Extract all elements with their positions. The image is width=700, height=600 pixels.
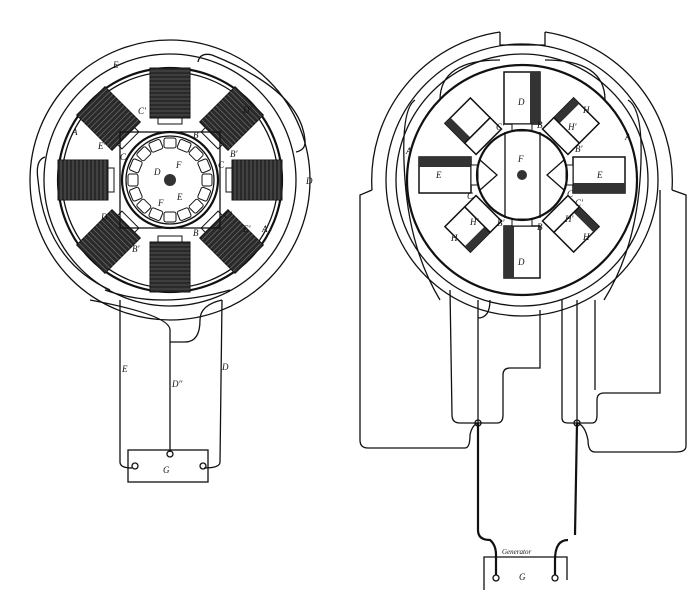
label: H (450, 233, 458, 243)
label: H (582, 105, 590, 115)
label: A (71, 127, 78, 137)
label: D (221, 362, 229, 372)
left-motor (29, 39, 311, 483)
label: D (153, 167, 161, 177)
rotor-tooth (201, 173, 213, 187)
rotor-tooth (176, 139, 192, 153)
label: G (163, 465, 170, 475)
rotor-tooth (129, 158, 143, 174)
rotor-tooth (148, 139, 164, 153)
rotor-tooth (188, 198, 204, 214)
label: A (261, 224, 268, 234)
label: C' (496, 122, 505, 132)
rotor-tooth (197, 186, 211, 202)
rotor-coils (127, 137, 213, 223)
label: E (596, 170, 603, 180)
label: B (537, 222, 543, 232)
shaft (164, 174, 176, 186)
label: D (517, 97, 525, 107)
label: F (157, 198, 164, 208)
label: H' (564, 214, 574, 224)
source-box-g (127, 449, 209, 483)
shaft (517, 170, 527, 180)
field-coil (149, 235, 191, 293)
rotor-tooth (176, 207, 192, 221)
field-coil (503, 218, 541, 279)
label: C (467, 191, 474, 201)
rotor-tooth (188, 146, 204, 162)
label: E (176, 192, 183, 202)
left-labels: E A C' B D' E' C F B' C D D F E C' D' E'… (71, 60, 313, 475)
rotor-tooth (136, 198, 152, 214)
label: B (193, 228, 199, 238)
field-coil (198, 208, 265, 275)
left-field-poles (57, 67, 283, 293)
label: C (567, 189, 574, 199)
label: E (112, 60, 119, 70)
label: D' (100, 212, 110, 222)
field-coil (75, 85, 142, 152)
field-coil-h (541, 194, 601, 254)
field-coil (75, 208, 142, 275)
label: D (305, 176, 313, 186)
label: H' (567, 122, 577, 132)
label: B (537, 120, 543, 130)
rotor-tooth (148, 207, 164, 221)
label: D'' (171, 379, 183, 389)
label: E' (242, 224, 251, 234)
field-coil-h (443, 96, 503, 156)
rotor-tooth (163, 211, 177, 223)
rotor-tooth (136, 146, 152, 162)
field-coil-h (541, 96, 601, 156)
label: H' (469, 217, 479, 227)
label: D' (242, 105, 252, 115)
label: C' (138, 106, 147, 116)
label: B (193, 130, 199, 140)
field-coil (503, 71, 541, 132)
field-coil (198, 85, 265, 152)
label: B' (575, 144, 583, 154)
generator-label: Generator (502, 548, 531, 556)
field-coil (57, 159, 115, 201)
rotor-tooth (127, 173, 139, 187)
rotor-tooth (129, 186, 143, 202)
label: E' (97, 141, 106, 151)
rotor-tooth (197, 158, 211, 174)
field-coil (418, 156, 479, 194)
label: F (517, 154, 524, 164)
label: B' (132, 244, 140, 254)
label: B' (497, 218, 505, 228)
label: C (218, 160, 225, 170)
field-coil (565, 156, 626, 194)
generator-box (483, 556, 568, 590)
label: A (405, 146, 412, 156)
field-coil-h (443, 194, 503, 254)
label: F (175, 160, 182, 170)
label: C' (575, 198, 584, 208)
label: H (582, 232, 590, 242)
label: B' (230, 149, 238, 159)
right-motor (359, 31, 687, 590)
label: E (121, 364, 128, 374)
right-labels: D B C' H H' B' A A F E E C C C' H' B' H … (405, 97, 631, 582)
label: C (120, 152, 127, 162)
label: A (624, 132, 631, 142)
rotor-tooth (163, 137, 177, 149)
field-coil (149, 67, 191, 125)
label: G (519, 572, 526, 582)
label: E (435, 170, 442, 180)
label: C' (224, 210, 233, 220)
field-coil (225, 159, 283, 201)
label: D (517, 257, 525, 267)
